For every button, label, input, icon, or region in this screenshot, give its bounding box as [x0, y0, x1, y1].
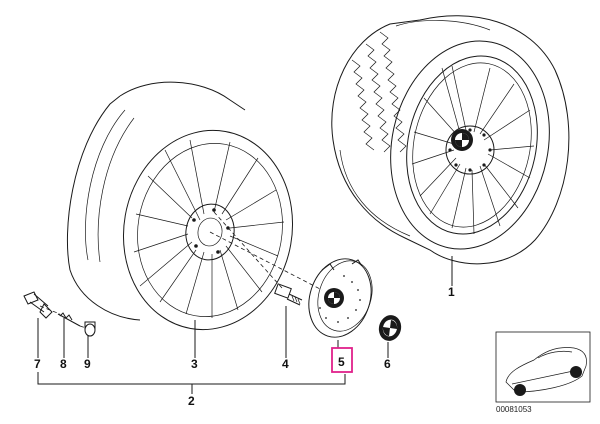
- valve-insert-icon[interactable]: [57, 312, 81, 327]
- callout-4[interactable]: 4: [282, 357, 289, 371]
- valve-cap-icon[interactable]: [84, 321, 96, 337]
- callout-2[interactable]: 2: [188, 394, 195, 408]
- car-thumbnail-icon: [505, 347, 587, 396]
- emblem-icon[interactable]: [376, 313, 404, 344]
- callout-8[interactable]: 8: [60, 357, 67, 371]
- hub-cap-icon[interactable]: [299, 251, 381, 346]
- callout-5[interactable]: 5: [338, 355, 345, 369]
- light-alloy-rim-icon[interactable]: [66, 81, 308, 343]
- callout-3[interactable]: 3: [191, 357, 198, 371]
- tire-wheel-assembly-icon[interactable]: [331, 15, 570, 265]
- callout-9[interactable]: 9: [84, 357, 91, 371]
- reference-code: 00081053: [496, 405, 532, 414]
- car-thumbnail[interactable]: 00081053: [495, 331, 591, 414]
- callout-1[interactable]: 1: [448, 285, 455, 299]
- wheel-bolt-icon[interactable]: [274, 283, 303, 306]
- callouts: 1 2 3 4 5 6 7 8 9: [34, 285, 455, 408]
- callout-6[interactable]: 6: [384, 357, 391, 371]
- leader-lines: [37, 256, 453, 394]
- callout-7[interactable]: 7: [34, 357, 41, 371]
- selected-part-highlight: [331, 347, 353, 373]
- valve-icon[interactable]: [23, 291, 53, 319]
- assembly-lines: [39, 211, 323, 329]
